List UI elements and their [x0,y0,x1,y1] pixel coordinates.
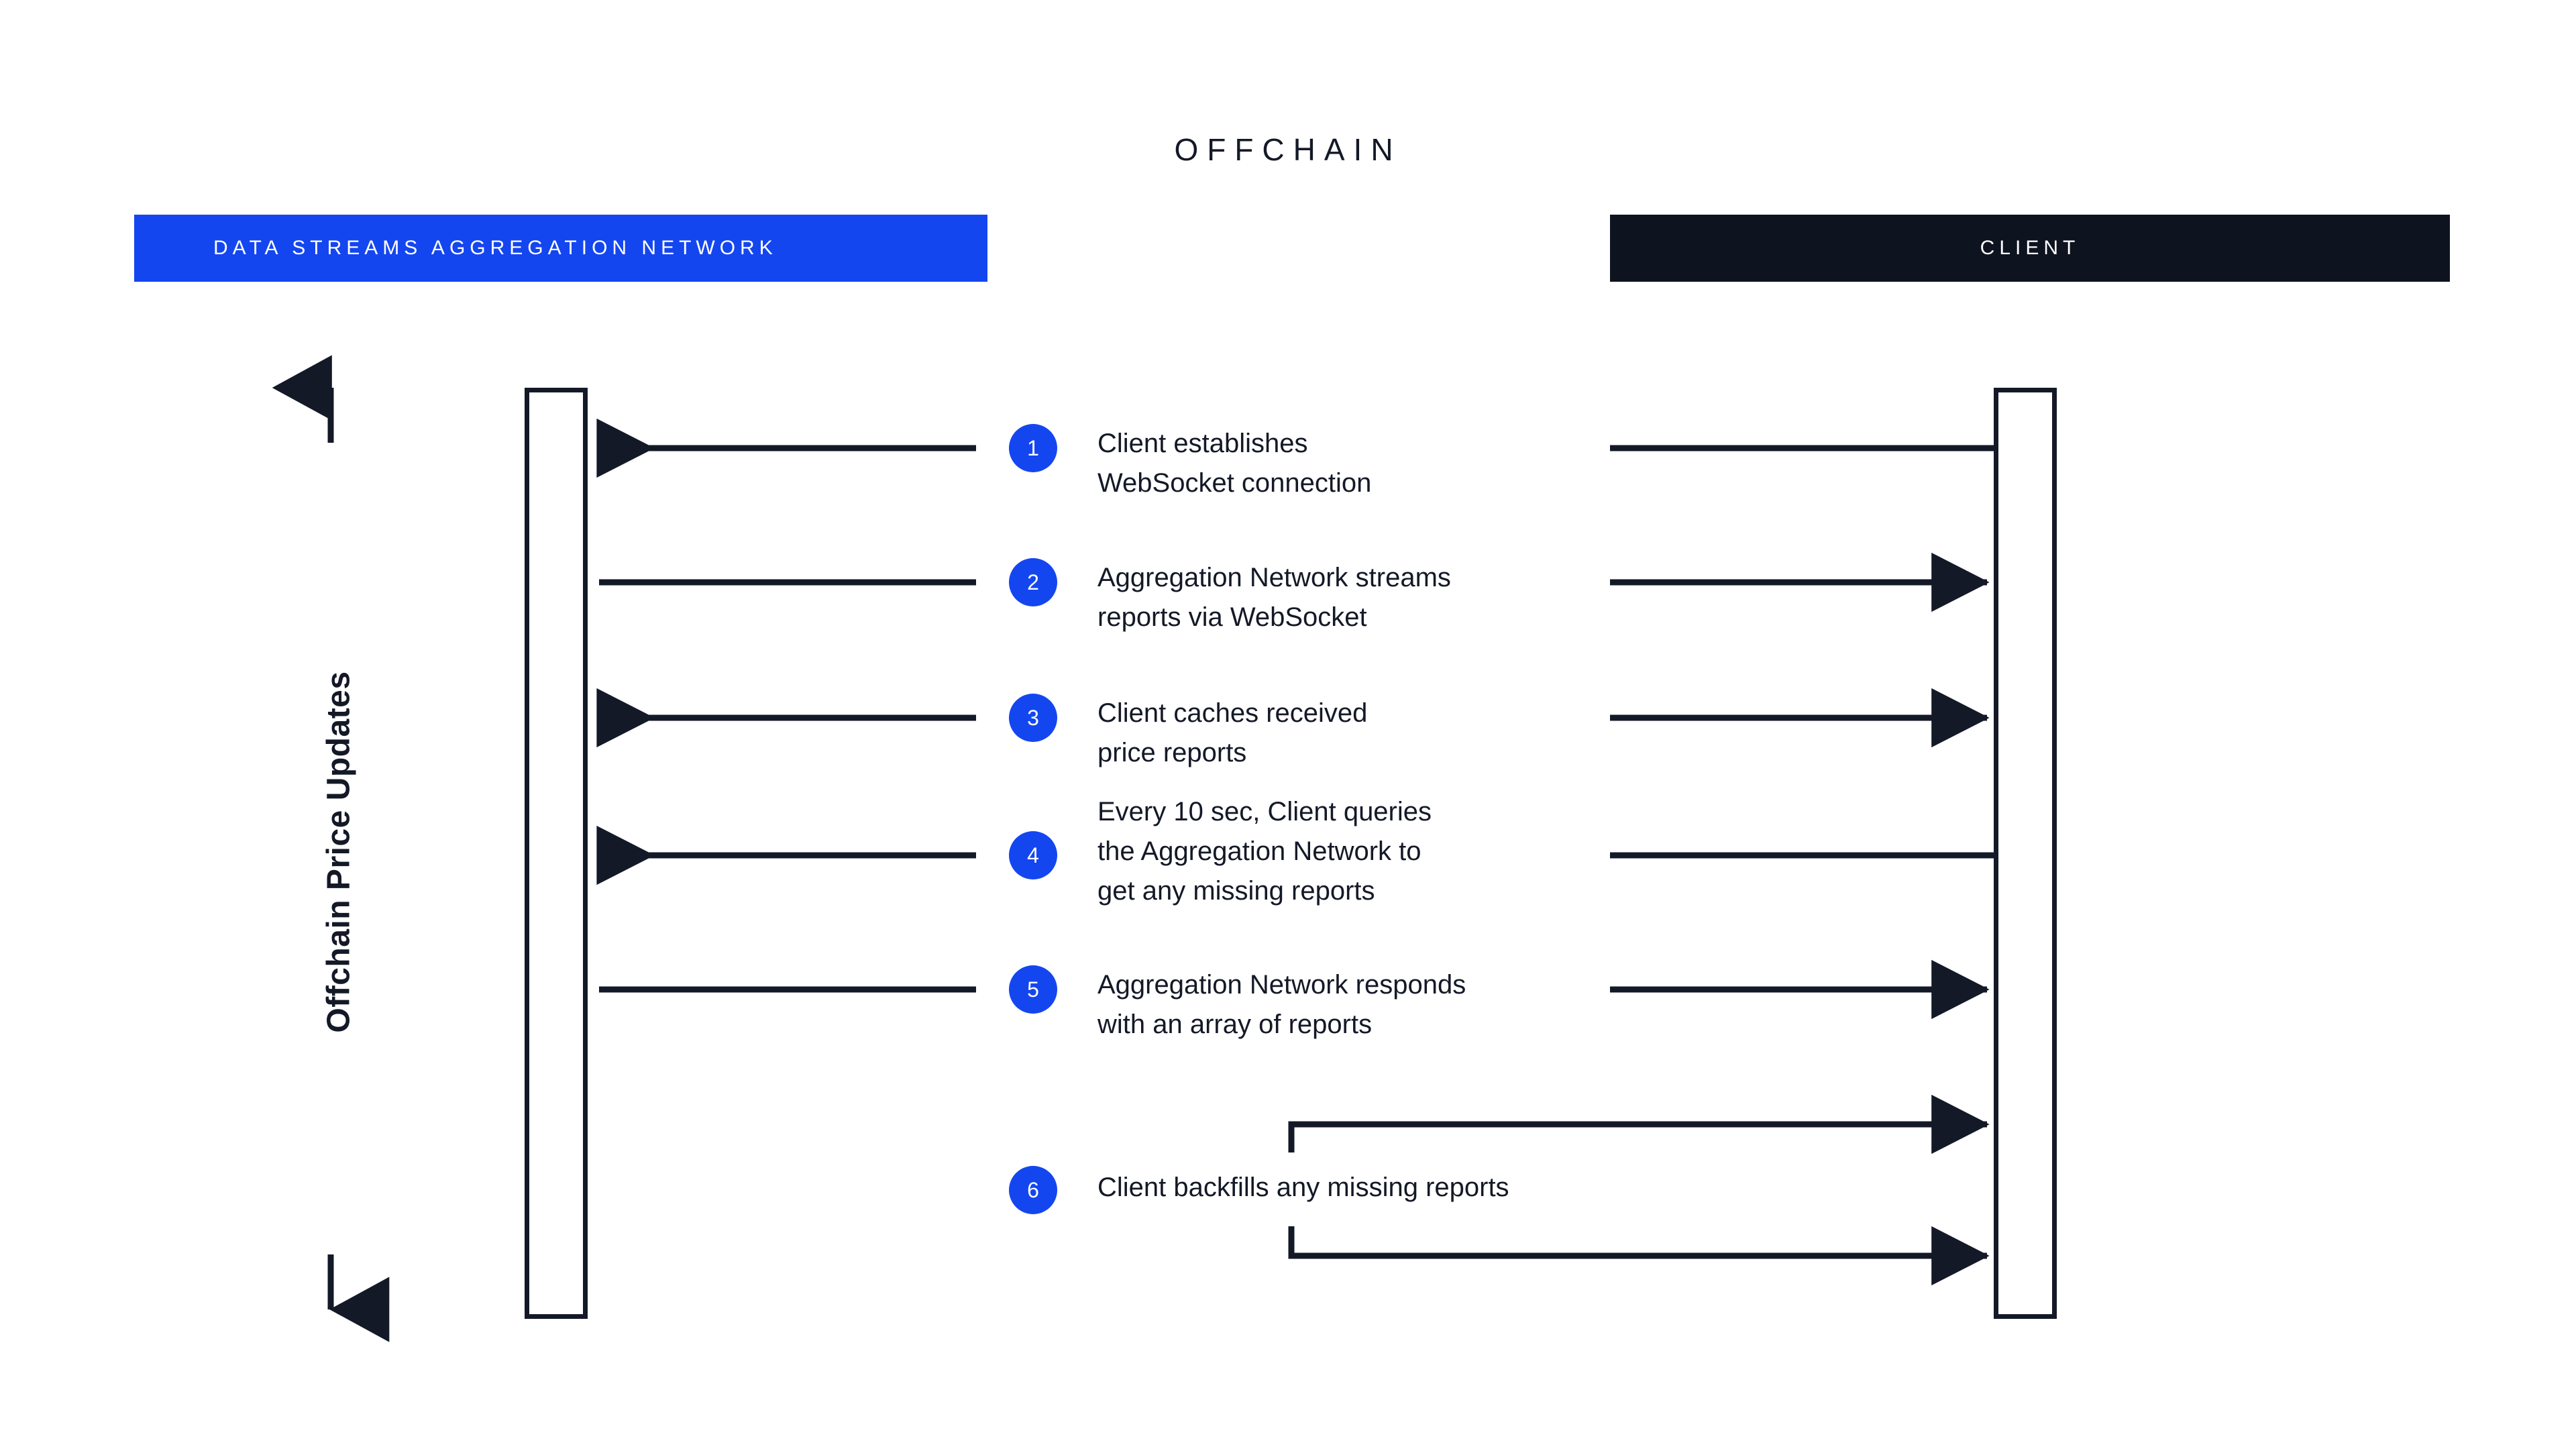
step-label-6: Client backfills any missing reports [1097,1173,1509,1202]
offchain-price-updates-axis: Offchain Price Updates [282,376,396,1328]
lifeline-client [1994,388,2057,1319]
step-item-6: 6 Client backfills any missing reports [1009,1166,1509,1214]
lane-header-client-label: CLIENT [1980,237,2080,259]
step-label-3: Client caches received price reports [1097,698,1368,767]
lifeline-network [525,388,588,1319]
lane-header-network-label: DATA STREAMS AGGREGATION NETWORK [213,237,777,259]
step-badge-2: 2 [1009,558,1057,606]
step-item-2: 2 Aggregation Network streams reports vi… [1009,558,1451,637]
offchain-price-updates-label: Offchain Price Updates [321,671,357,1033]
step-item-3: 3 Client caches received price reports [1009,694,1367,773]
step-badge-5: 5 [1009,965,1057,1014]
lane-header-network: DATA STREAMS AGGREGATION NETWORK [134,215,987,282]
step-item-1: 1 Client establishes WebSocket connectio… [1009,424,1371,503]
step-item-5: 5 Aggregation Network responds with an a… [1009,965,1466,1044]
step-badge-4: 4 [1009,831,1057,879]
step-label-5: Aggregation Network responds with an arr… [1097,970,1466,1039]
step-badge-3: 3 [1009,694,1057,742]
step-badge-1: 1 [1009,424,1057,472]
step-label-1: Client establishes WebSocket connection [1097,429,1372,498]
step-item-4: 4 Every 10 sec, Client queries the Aggre… [1009,797,1432,911]
step-label-4: Every 10 sec, Client queries the Aggrega… [1097,797,1432,906]
step-badge-6: 6 [1009,1166,1057,1214]
step-label-2: Aggregation Network streams reports via … [1097,563,1451,632]
arrow-step6-top [1288,1094,1990,1155]
page-title: OFFCHAIN [1174,132,1402,167]
lane-header-client: CLIENT [1610,215,2450,282]
arrow-step6-bottom [1288,1226,1990,1286]
